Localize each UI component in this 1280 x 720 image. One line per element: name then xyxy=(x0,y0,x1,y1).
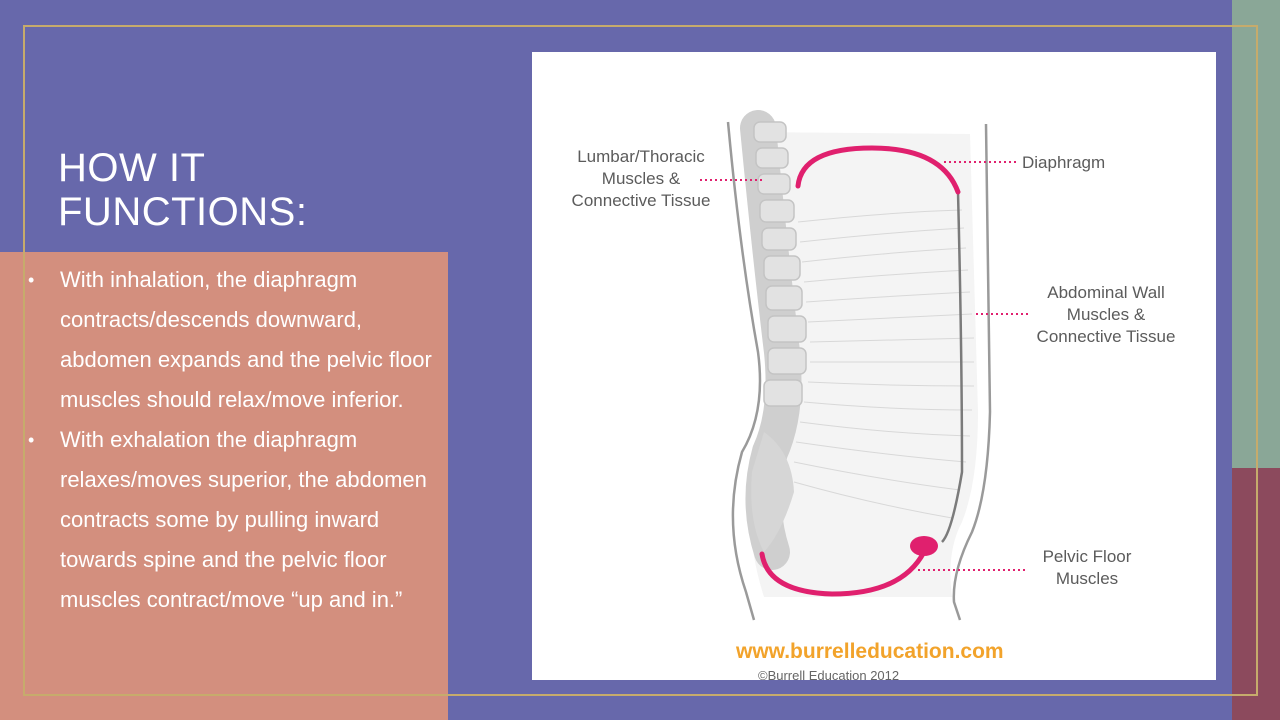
back-outline xyxy=(726,121,762,621)
bullet-item: • With exhalation the diaphragm relaxes/m… xyxy=(24,420,434,620)
pointer-lines xyxy=(700,161,1030,571)
front-outline xyxy=(952,123,992,621)
pelvic-floor-muscle xyxy=(759,549,927,597)
pelvic-floor-node xyxy=(910,536,938,556)
bullet-text: With exhalation the diaphragm relaxes/mo… xyxy=(60,427,427,612)
slide-title: HOW IT FUNCTIONS: xyxy=(58,146,418,234)
abdominal-lines xyxy=(793,209,975,519)
torso-fill xyxy=(742,132,978,597)
anatomy-figure: Lumbar/Thoracic Muscles & Connective Tis… xyxy=(532,52,1216,680)
label-pelvic-line-1: Pelvic Floor xyxy=(1042,547,1132,566)
sacrum xyxy=(751,432,794,552)
abdominal-wall-line xyxy=(941,191,964,543)
bullet-dot-icon: • xyxy=(28,430,35,450)
anatomy-illustration xyxy=(700,110,1030,621)
label-lumbar-line-3: Connective Tissue xyxy=(571,191,711,210)
bullet-item: • With inhalation, the diaphragm contract… xyxy=(24,260,434,420)
copyright-text: ©Burrell Education 2012 xyxy=(758,668,900,680)
label-abdominal-line-2: Muscles & xyxy=(1066,305,1146,324)
source-url: www.burrelleducation.com xyxy=(736,640,1004,663)
bullet-text: With inhalation, the diaphragm contracts… xyxy=(60,267,432,412)
vertebrae xyxy=(753,121,807,407)
diaphragm-muscle xyxy=(795,145,961,195)
label-abdominal-line-3: Connective Tissue xyxy=(1036,327,1176,346)
label-lumbar-thoracic: Lumbar/Thoracic Muscles & Connective Tis… xyxy=(556,146,726,212)
label-abdominal-line-1: Abdominal Wall xyxy=(1047,283,1165,302)
label-lumbar-line-1: Lumbar/Thoracic xyxy=(577,147,705,166)
bullet-list: • With inhalation, the diaphragm contract… xyxy=(24,260,434,620)
slide-title-line-1: HOW IT xyxy=(58,146,206,190)
label-pelvic-line-2: Muscles xyxy=(1055,569,1119,588)
slide-title-line-2: FUNCTIONS: xyxy=(58,190,308,234)
bullet-dot-icon: • xyxy=(28,270,35,290)
bullet-panel xyxy=(0,252,448,720)
label-abdominal-wall: Abdominal Wall Muscles & Connective Tiss… xyxy=(1016,282,1196,348)
label-diaphragm: Diaphragm xyxy=(1022,153,1106,172)
accent-stripe-green xyxy=(1232,0,1280,468)
accent-stripe-maroon xyxy=(1232,468,1280,720)
label-pelvic-floor: Pelvic Floor Muscles xyxy=(1026,546,1148,590)
label-lumbar-line-2: Muscles & xyxy=(601,169,681,188)
